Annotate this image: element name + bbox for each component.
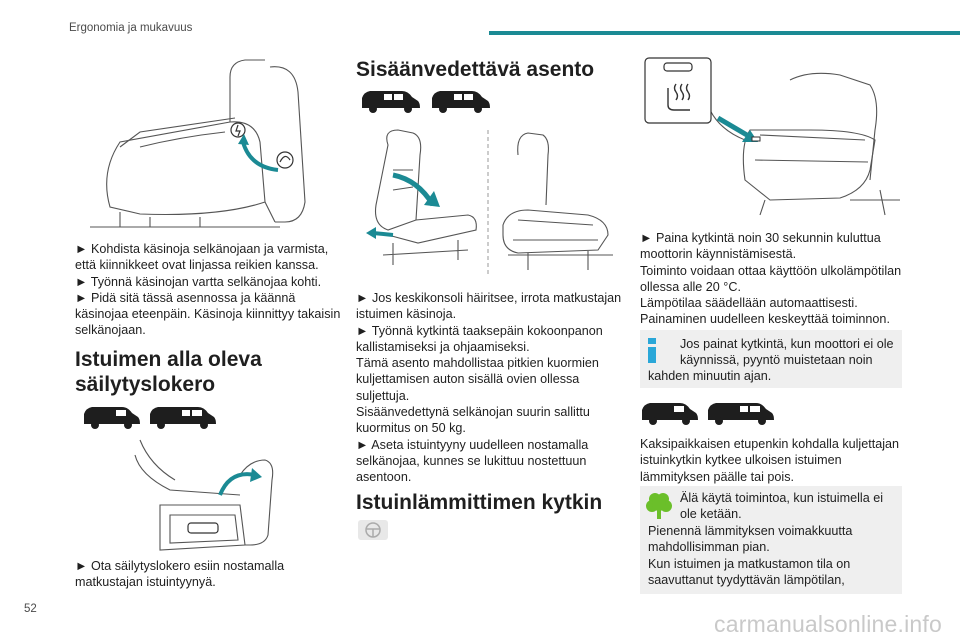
- text-line: Tämä asento mahdollistaa pitkien kuormie…: [356, 356, 599, 371]
- text-line: ollessa alle 20 °C.: [640, 279, 741, 294]
- text-line: Kaksipaikkaisen etupenkin kohdalla kulje…: [640, 437, 900, 451]
- armrest-illustration: [80, 52, 320, 232]
- text-line: istuimen käsinoja.: [356, 307, 457, 322]
- text-line: ► Pidä sitä tässä asennossa ja käännä: [75, 290, 296, 305]
- storage-illustration: [130, 435, 290, 555]
- page-number: 52: [24, 603, 37, 615]
- text-line: ► Kohdista käsinoja selkänojaan ja varmi…: [75, 242, 329, 256]
- text-line: ole ketään.: [680, 507, 742, 522]
- section-header: Ergonomia ja mukavuus: [69, 22, 193, 34]
- text-line: että kiinnikkeet ovat linjassa reikien k…: [75, 258, 319, 273]
- text-line: Painaminen uudelleen keskeyttää toiminno…: [640, 312, 890, 327]
- text-line: mahdollisimman pian.: [648, 540, 770, 555]
- text-line: ► Jos keskikonsoli häiritsee, irrota mat…: [356, 291, 622, 305]
- retracted-instructions: ► Jos keskikonsoli häiritsee, irrota mat…: [356, 290, 636, 486]
- heading-line: Istuimen alla oleva: [75, 348, 262, 371]
- info-icon: [648, 338, 656, 363]
- text-line: matkustajan istuintyynyä.: [75, 575, 216, 590]
- text-line: Pienennä lämmityksen voimakkuutta: [648, 524, 853, 538]
- text-line: kallistamiseksi ja ohjaamiseksi.: [356, 339, 530, 354]
- info-box: Jos painat kytkintä, kun moottori ei ole…: [640, 330, 902, 388]
- text-line: kuljettamisen auton sisällä ovien olless…: [356, 372, 580, 387]
- eco-tree-icon: [646, 490, 672, 520]
- text-line: ► Työnnä käsinojan vartta selkänojaa koh…: [75, 274, 322, 289]
- text-line: ► Paina kytkintä noin 30 sekunnin kulutt…: [640, 231, 881, 245]
- text-line: Jos painat kytkintä, kun moottori ei ole: [680, 337, 894, 351]
- seat-heater-instructions: ► Paina kytkintä noin 30 sekunnin kulutt…: [640, 230, 920, 328]
- text-line: ► Työnnä kytkintä taaksepäin kokoonpanon: [356, 323, 603, 338]
- text-line: kuormitus on 50 kg.: [356, 421, 466, 436]
- heading-retracted-position: Sisäänvedettävä asento: [356, 58, 595, 81]
- vehicle-icons-heater: [640, 400, 780, 426]
- bench-seat-text: Kaksipaikkaisen etupenkin kohdalla kulje…: [640, 436, 920, 485]
- text-line: käsinojaa eteenpäin. Käsinoja kiinnittyy…: [75, 307, 341, 322]
- text-line: istuinkytkin kytkee ulkoisen istuimen: [640, 453, 842, 468]
- text-line: ► Ota säilytyslokero esiin nostamalla: [75, 559, 285, 573]
- heading-line: säilytyslokero: [75, 373, 216, 396]
- text-line: selkänojaa, kunnes se lukittuu nostettuu…: [356, 453, 587, 468]
- vehicle-icons-retracted: [360, 88, 500, 114]
- heading-seat-heater-switch: Istuinlämmittimen kytkin: [356, 491, 603, 514]
- heading-storage: Istuimen alla oleva säilytyslokero: [75, 347, 355, 397]
- text-line: lämmityksen päälle tai pois.: [640, 469, 794, 484]
- text-line: kahden minuutin ajan.: [648, 369, 772, 383]
- seat-heater-illustration: [640, 50, 910, 220]
- text-line: suljettuja.: [356, 388, 410, 403]
- text-line: asentoon.: [356, 470, 412, 485]
- text-line: Kun istuimen ja matkustamon tila on: [648, 556, 851, 571]
- text-line: Toiminto voidaan ottaa käyttöön ulkolämp…: [640, 263, 902, 278]
- retracted-seat-illustration: [358, 125, 623, 275]
- text-line: Sisäänvedettynä selkänojan suurin sallit…: [356, 405, 590, 420]
- vehicle-icons-storage: [82, 404, 222, 430]
- text-line: Lämpötilaa säädellään automaattisesti.: [640, 296, 858, 311]
- storage-instructions: ► Ota säilytyslokero esiin nostamalla ma…: [75, 558, 355, 591]
- text-line: saavuttanut tyydyttävän lämpötilan,: [648, 572, 845, 587]
- text-line: käynnissä, pyyntö muistetaan noin: [680, 353, 873, 368]
- watermark: carmanualsonline.info: [714, 611, 942, 637]
- text-line: Älä käytä toimintoa, kun istuimella ei: [680, 491, 883, 505]
- text-line: moottorin käynnistämisestä.: [640, 247, 797, 262]
- eco-box: Älä käytä toimintoa, kun istuimella ei o…: [640, 486, 902, 594]
- text-line: ► Aseta istuintyyny uudelleen nostamalla: [356, 437, 589, 452]
- armrest-instructions: ► Kohdista käsinoja selkänojaan ja varmi…: [75, 241, 355, 339]
- header-accent-bar: [489, 31, 960, 35]
- steering-wheel-icon: [358, 520, 388, 540]
- text-line: selkänojaan.: [75, 323, 146, 338]
